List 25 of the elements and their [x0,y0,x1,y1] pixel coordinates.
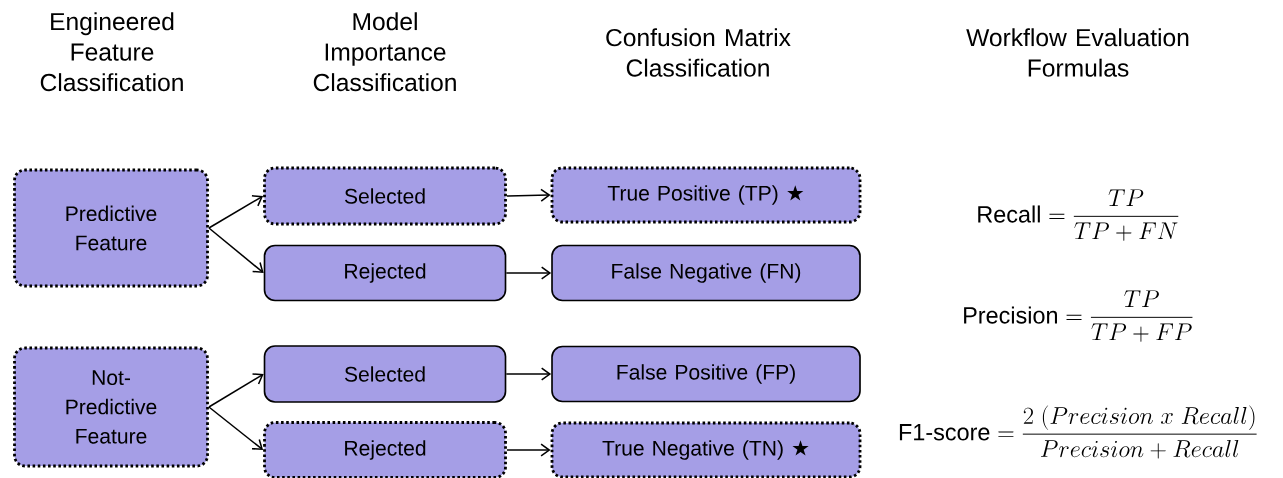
column-heading: Model Importance Classification [313,12,456,92]
formula: $\text{F1-score} = \frac{2\;(Precision\;x\;Recall)}{Precision+Recall}$ [899,405,1257,459]
arrow [505,266,552,280]
feature-box: Not-Predictive Feature [13,346,209,468]
formula: $\text{Recall} = \frac{TP}{TP+FN}$ [978,189,1179,241]
classification-box: False Positive (FP) [551,345,861,403]
column-heading: Confusion Matrix Classification [606,28,791,77]
arrow [506,443,551,457]
arrow [505,367,552,381]
classification-box: Selected [263,166,507,226]
classification-box: Rejected [263,244,507,302]
classification-box: Rejected [263,421,507,478]
classification-box: Selected [263,345,507,403]
classification-box: True Positive (TP) ★ [550,166,862,224]
arrow [506,188,551,202]
arrow [208,195,264,229]
formula: $\text{Precision} = \frac{TP}{TP+FP}$ [964,290,1193,342]
arrow [208,373,264,408]
classification-box: False Negative (FN) [551,244,861,302]
classification-box: True Negative (TN) ★ [550,421,862,478]
column-heading: Workflow Evaluation Formulas [966,28,1189,77]
feature-box: Predictive Feature [13,168,209,288]
arrow [208,227,264,273]
column-heading: Engineered Feature Classification [40,12,183,92]
arrow [208,406,264,450]
